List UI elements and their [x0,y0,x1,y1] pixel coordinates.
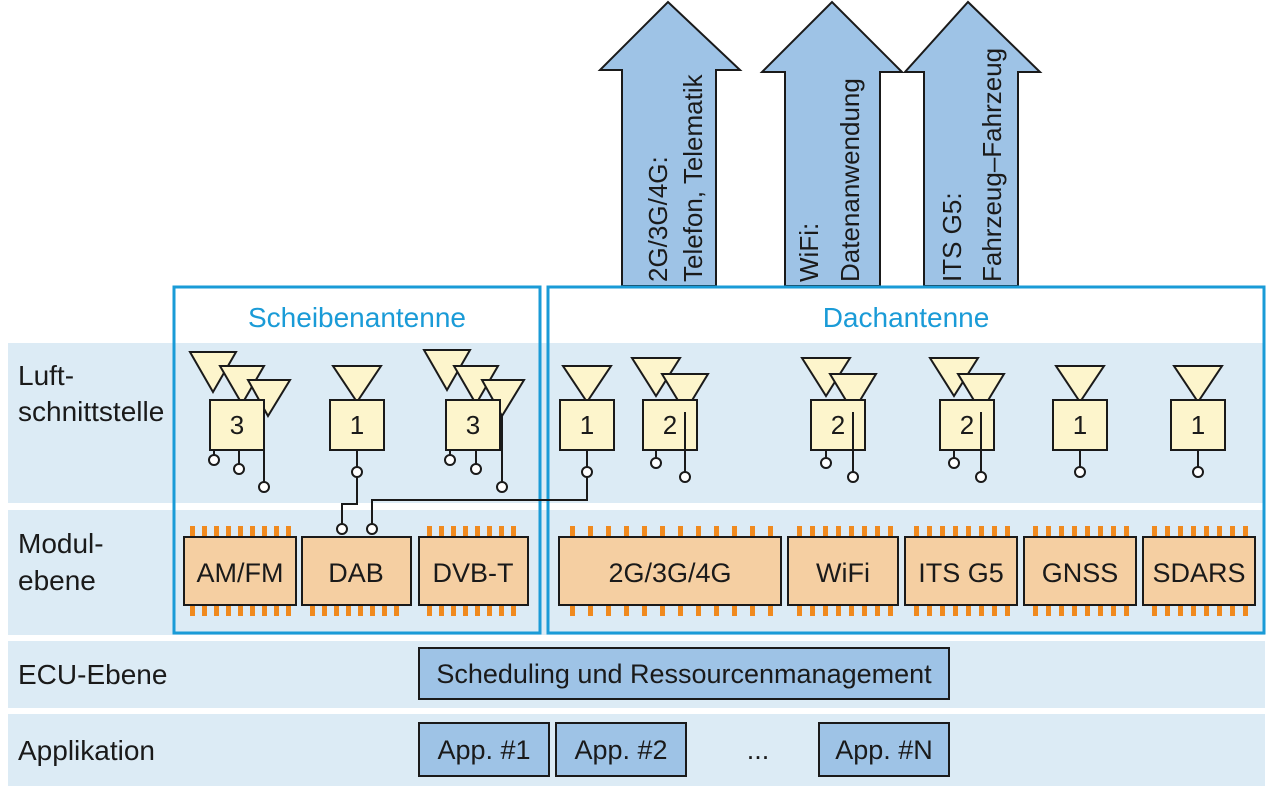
row-label-luft-2: schnittstelle [18,396,164,427]
module-dvbt: DVB-T [418,526,529,616]
wire-shared-antenna [371,477,588,524]
arrow-its-label-2: Fahrzeug–Fahrzeug [977,48,1007,282]
antenna-amfm: 3 [188,351,292,493]
pins-wifi [797,526,893,616]
module-dab: DAB [301,536,412,616]
dab-input-2 [366,523,378,535]
module-amfm: AM/FM [183,526,297,616]
arrow-wifi-label-2: Datenanwendung [835,78,865,282]
app-box-2 [555,722,687,777]
app-label-2: App. #2 [574,735,667,765]
antenna-sdars: 1 [1170,365,1226,478]
app-label-1: App. #1 [437,735,530,765]
pins-dab [310,606,399,616]
row-label-modul-1: Modul- [18,528,104,559]
group-title-scheibenantenne: Scheibenantenne [248,302,466,333]
arrow-2g-label-2: Telefon, Telematik [678,73,708,282]
module-its-g5: ITS G5 [904,526,1018,616]
module-2g-3g-4g: 2G/3G/4G [558,526,782,616]
antenna-count-2g-2: 2 [663,410,677,440]
arrow-its-g5: ITS G5: Fahrzeug–Fahrzeug [902,0,1043,287]
group-title-dachantenne: Dachantenne [823,302,990,333]
pins-sdars [1152,526,1248,616]
antenna-count-its-g5: 2 [960,410,974,440]
frame-dachantenne [546,285,1266,635]
module-wifi: WiFi [787,526,899,616]
ecu-scheduling-label: Scheduling und Ressourcenmanagement [436,659,932,689]
row-label-applikation: Applikation [18,735,155,766]
ecu-scheduling-box [418,647,950,700]
arrow-its-label-1: ITS G5: [937,192,967,282]
arrow-2g-3g-4g: 2G/3G/4G: Telefon, Telematik [597,0,743,287]
antenna-count-amfm: 3 [230,410,244,440]
module-gnss: GNSS [1023,526,1137,616]
wire-dab-antenna [341,477,358,524]
module-label-dvbt: DVB-T [433,558,514,588]
row-label-modul-2: ebene [18,565,96,596]
antenna-count-gnss: 1 [1073,410,1087,440]
pins-its [914,526,1010,616]
frame-scheibenantenne [172,285,542,635]
module-label-sdars: SDARS [1152,558,1245,588]
antenna-wifi: 2 [800,357,878,483]
antenna-2g-2: 2 [630,357,710,483]
antenna-count-2g-1: 1 [580,410,594,440]
antenna-count-sdars: 1 [1191,410,1205,440]
module-label-gnss: GNSS [1042,558,1119,588]
antenna-count-dvbt: 3 [466,410,480,440]
module-label-2g-3g-4g: 2G/3G/4G [608,558,731,588]
antenna-count-wifi: 2 [831,410,845,440]
module-sdars: SDARS [1142,526,1256,616]
pins-amfm [190,526,291,616]
antenna-its-g5: 2 [928,357,1006,483]
app-box-1 [418,722,550,777]
pins-2g [570,526,773,616]
row-label-luft-1: Luft- [18,360,74,391]
antenna-count-dab: 1 [350,410,364,440]
antenna-2g-1: 1 [559,365,615,478]
arrow-2g-label-1: 2G/3G/4G: [643,156,673,282]
app-box-n [818,722,950,777]
antenna-dab: 1 [329,365,385,478]
row-label-ecu: ECU-Ebene [18,659,167,690]
antenna-dvbt: 3 [422,349,526,493]
module-label-amfm: AM/FM [197,558,284,588]
pins-dvbt [427,526,516,616]
app-ellipsis: ... [747,735,770,765]
dab-input-1 [336,523,348,535]
arrow-wifi: WiFi: Datenanwendung [759,0,905,287]
module-label-wifi: WiFi [816,558,870,588]
pins-gnss [1033,526,1129,616]
antenna-gnss: 1 [1052,365,1108,478]
arrow-wifi-label-1: WiFi: [794,223,824,282]
app-label-n: App. #N [835,735,933,765]
module-label-dab: DAB [328,558,384,588]
module-label-its-g5: ITS G5 [918,558,1004,588]
